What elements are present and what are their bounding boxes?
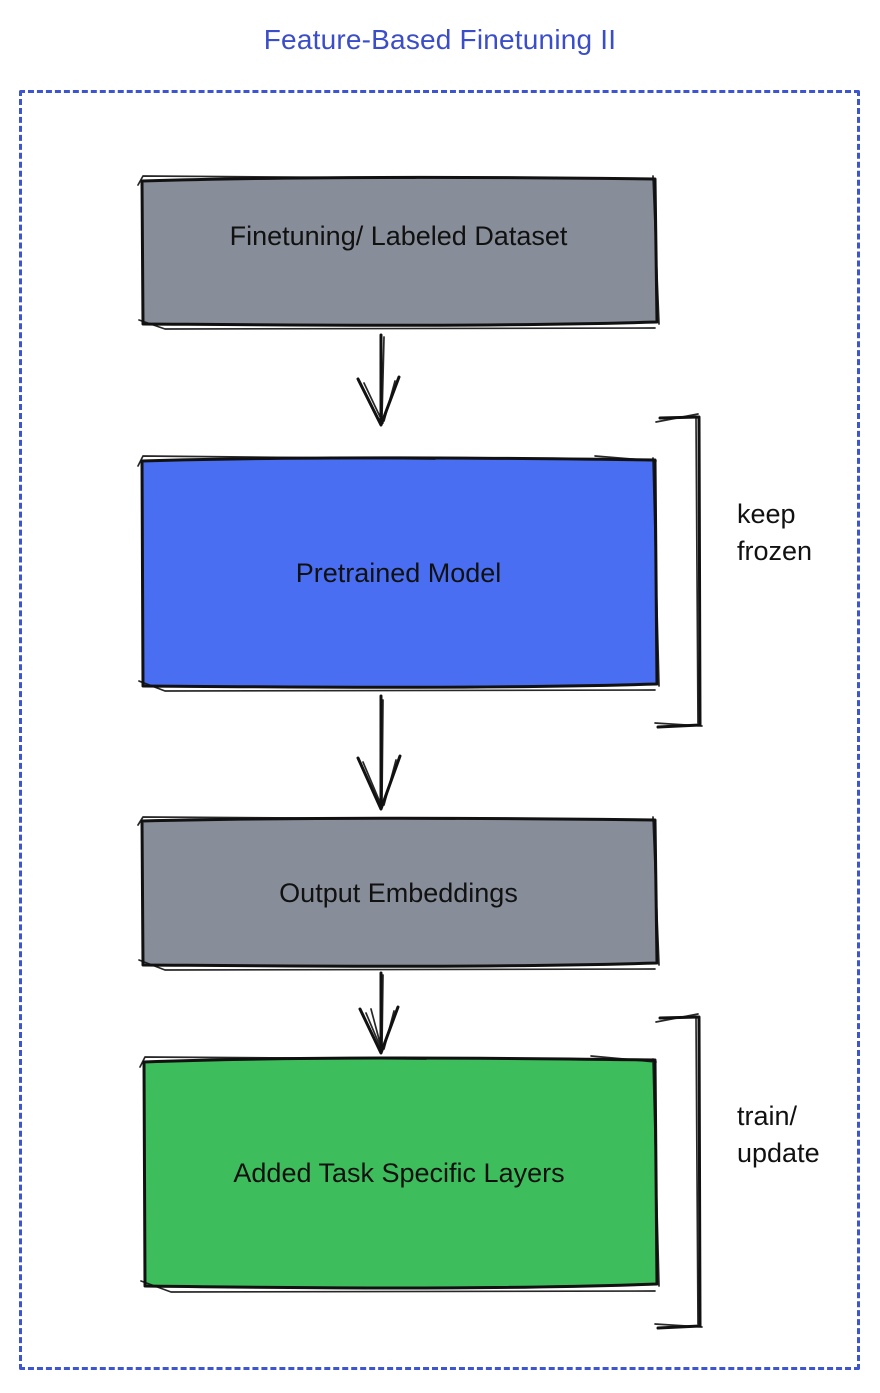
sketch-rect — [137, 175, 660, 330]
diagram-title: Feature-Based Finetuning II — [263, 24, 617, 55]
box-pretrained-model: Pretrained Model — [135, 452, 662, 694]
box-added-task-specific-layers: Added Task Specific Layers — [136, 1052, 662, 1295]
box-finetuning-dataset: Finetuning/ Labeled Dataset — [135, 172, 662, 332]
dotted-frame — [19, 90, 860, 1370]
box-label: Output Embeddings — [279, 877, 518, 908]
arrow-down-icon — [356, 694, 402, 811]
box-label: Added Task Specific Layers — [233, 1158, 565, 1188]
bracket-train-update-icon — [654, 1013, 703, 1330]
bracket-keep-frozen-icon — [654, 413, 703, 729]
sketch-rect — [137, 455, 660, 692]
sketch-rect — [137, 816, 660, 971]
box-output-embeddings: Output Embeddings — [135, 813, 662, 973]
train-update-label: train/ update — [737, 1101, 820, 1168]
box-label: Pretrained Model — [295, 557, 502, 588]
arrow-down-icon — [356, 333, 401, 427]
arrow-down-icon — [358, 971, 400, 1055]
sketch-rect — [139, 1055, 660, 1293]
keep-frozen-label: keep frozen — [737, 499, 813, 566]
box-label: Finetuning/ Labeled Dataset — [229, 220, 568, 251]
